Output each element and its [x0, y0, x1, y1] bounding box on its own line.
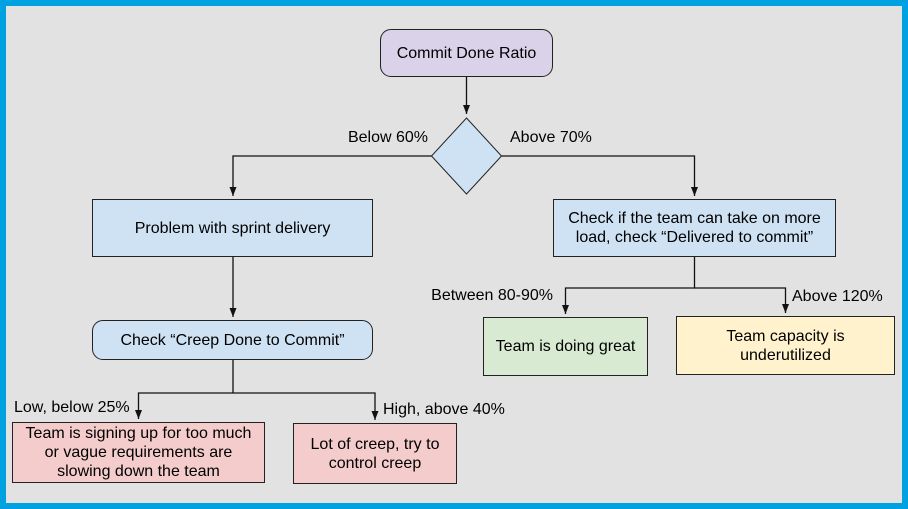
problem-node: Problem with sprint delivery [92, 199, 373, 257]
check-creep-node: Check “Creep Done to Commit” [92, 320, 373, 360]
edge-label-between-80-90: Between 80-90% [431, 287, 553, 304]
edge-checkload-to-doinggreat [562, 257, 696, 314]
edge-label-below-60: Below 60% [347, 129, 428, 146]
edge-decision-to-checkload [501, 155, 698, 196]
decision-diamond [430, 117, 503, 195]
edge-label-low-below-25: Low, below 25% [14, 399, 130, 416]
edge-checkcreep-to-toomuch [135, 360, 234, 419]
start-node: Commit Done Ratio [380, 29, 553, 77]
lot-of-creep-node: Lot of creep, try to control creep [293, 423, 457, 484]
edge-label-high-above-40: High, above 40% [383, 401, 505, 418]
underutilized-node: Team capacity is underutilized [676, 316, 895, 375]
check-load-node: Check if the team can take on more load,… [553, 199, 836, 257]
edge-checkcreep-to-lotcreep [233, 392, 379, 420]
edge-decision-to-problem [229, 155, 432, 196]
edge-label-above-70: Above 70% [510, 129, 592, 146]
too-much-node: Team is signing up for too much or vague… [12, 422, 265, 483]
doing-great-node: Team is doing great [483, 317, 648, 376]
edge-label-above-120: Above 120% [792, 288, 883, 305]
edge-checkload-to-underutilized [694, 287, 789, 313]
